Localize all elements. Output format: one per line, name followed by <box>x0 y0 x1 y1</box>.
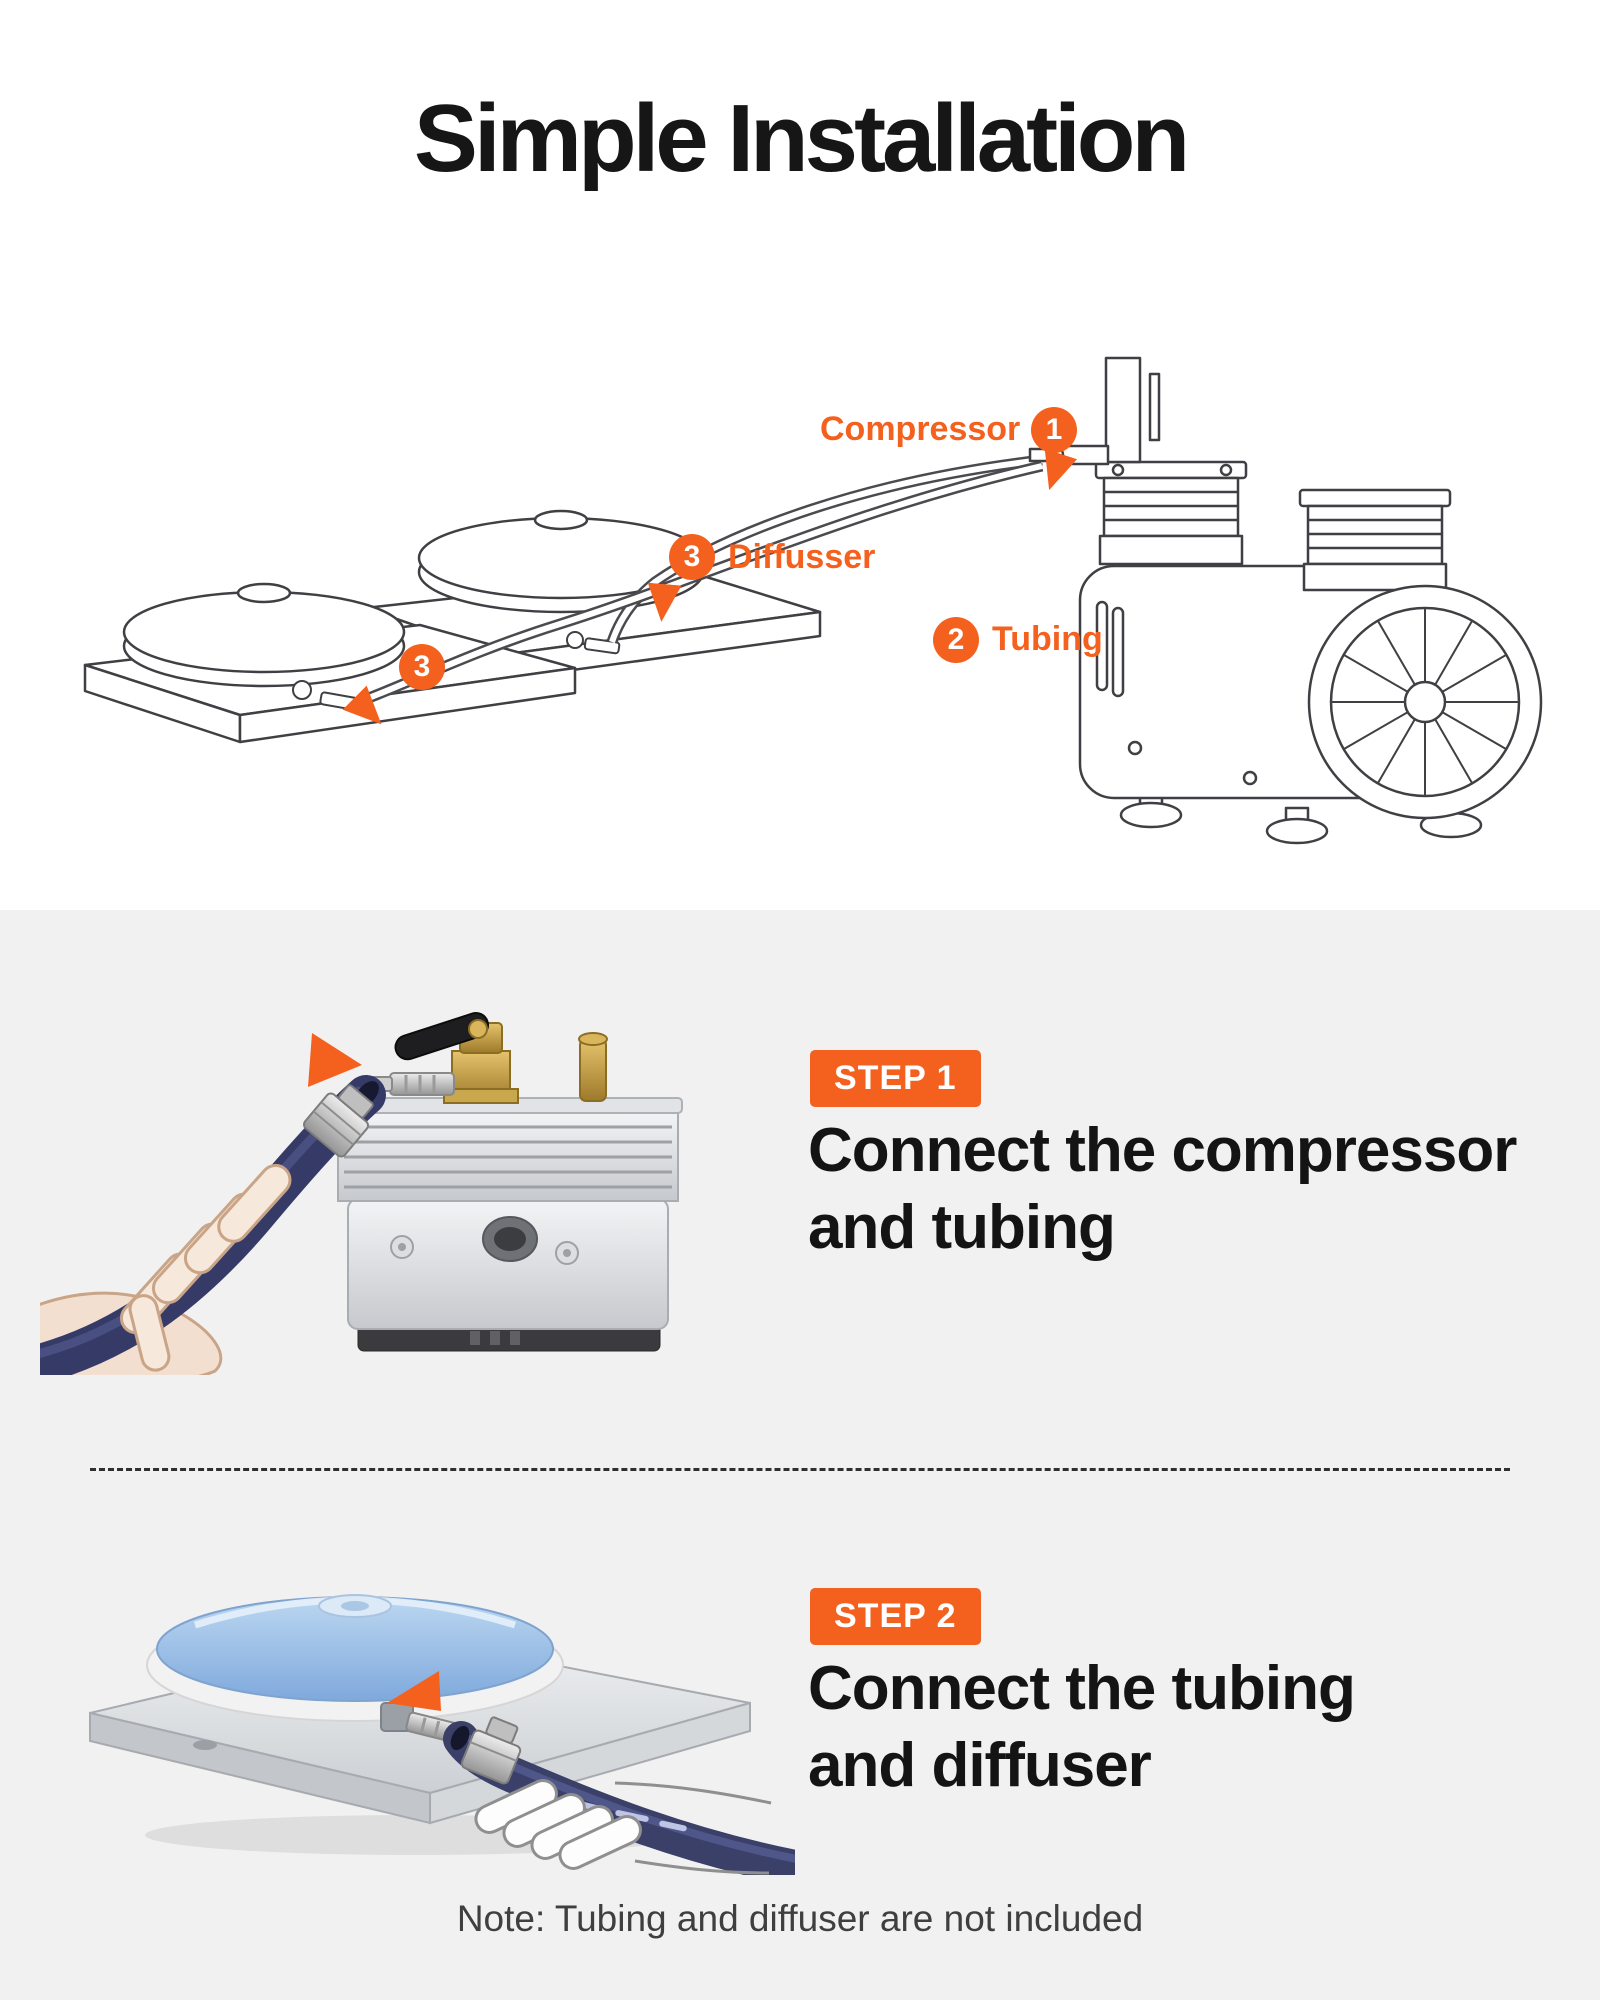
step1-arrow-icon <box>308 1033 362 1087</box>
step1-badge: STEP 1 <box>810 1050 981 1107</box>
steps-section-background <box>0 910 1600 2000</box>
step1-title-line2: and tubing <box>808 1193 1116 1262</box>
step2-title-line2: and diffuser <box>808 1731 1152 1800</box>
page-title: Simple Installation <box>413 85 1190 192</box>
callout-3-left-badge: 3 <box>399 644 445 690</box>
compressor-label: Compressor <box>820 410 1021 448</box>
step2-badge: STEP 2 <box>810 1588 981 1645</box>
diffuser-disc-front <box>122 582 406 688</box>
step2-arrow-icon <box>387 1671 441 1711</box>
step1-title: Connect the compressor and tubing <box>808 1112 1517 1266</box>
step2-title: Connect the tubing and diffuser <box>808 1650 1356 1804</box>
valve-photo <box>363 1012 608 1104</box>
tubing-label: Tubing <box>992 620 1103 658</box>
callout-1-badge: 1 <box>1031 407 1077 453</box>
footer-note: Note: Tubing and diffuser are not includ… <box>456 1898 1144 1939</box>
callout-2-badge: 2 <box>933 617 979 663</box>
compressor-illustration <box>1028 356 1543 845</box>
step1-image <box>40 1012 683 1375</box>
step2-title-line1: Connect the tubing <box>808 1654 1356 1723</box>
compressor-head-photo <box>333 1097 683 1352</box>
step1-title-line1: Connect the compressor <box>808 1116 1517 1185</box>
hand-tubing-photo <box>40 1075 386 1375</box>
hand-tubing-photo-2 <box>443 1716 795 1875</box>
installation-diagram <box>83 356 1543 845</box>
dashed-divider <box>90 1468 1510 1471</box>
callout-3-badge: 3 <box>669 534 715 580</box>
diffuser-disc-rear <box>417 509 705 614</box>
diffuser-label: Diffusser <box>728 538 876 576</box>
step2-image <box>89 1594 795 1875</box>
